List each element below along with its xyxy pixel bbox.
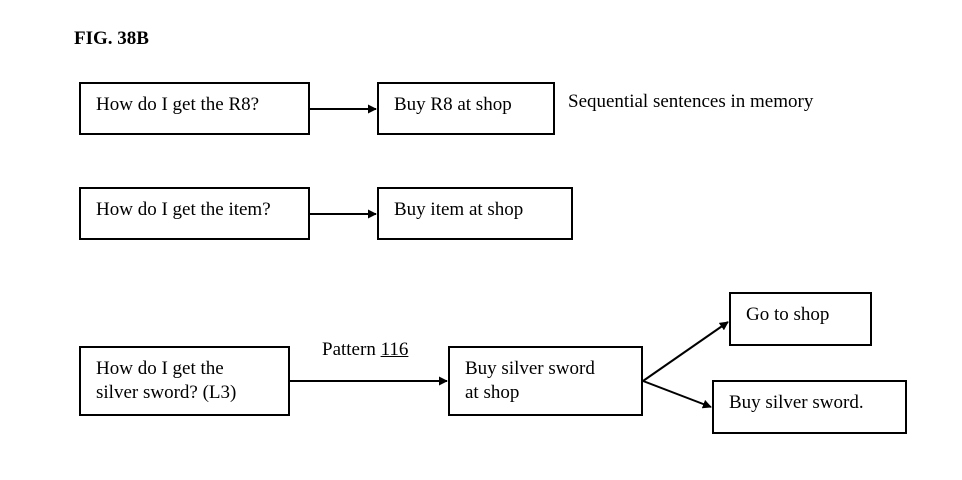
figure-title: FIG. 38B	[74, 28, 149, 49]
row1-question-box: How do I get the R8?	[79, 82, 310, 135]
row1-answer-text: Buy R8 at shop	[394, 94, 512, 115]
pattern-label: Pattern 116	[322, 339, 408, 361]
row3-answer-line2: at shop	[465, 382, 520, 403]
go-to-shop-arrow	[642, 321, 729, 382]
row3-answer-box: Buy silver sword at shop	[448, 346, 643, 416]
buy-silver-sword-box: Buy silver sword.	[712, 380, 907, 434]
row1-answer-box: Buy R8 at shop	[377, 82, 555, 135]
row2-question-box: How do I get the item?	[79, 187, 310, 240]
row2-answer-box: Buy item at shop	[377, 187, 573, 240]
buy-silver-sword-text: Buy silver sword.	[729, 392, 864, 413]
go-to-shop-text: Go to shop	[746, 304, 830, 325]
row3-question-line2: silver sword? (L3)	[96, 382, 237, 403]
buy-silver-sword-arrow	[642, 380, 712, 409]
row3-answer-line1: Buy silver sword	[465, 358, 595, 379]
row1-question-text: How do I get the R8?	[96, 94, 260, 115]
row3-question-box: How do I get the silver sword? (L3)	[79, 346, 290, 416]
sequential-sentences-note: Sequential sentences in memory	[568, 91, 814, 112]
pattern-label-text: Pattern	[322, 339, 376, 360]
go-to-shop-box: Go to shop	[729, 292, 872, 346]
row2-answer-text: Buy item at shop	[394, 199, 524, 220]
pattern-number: 116	[380, 339, 409, 360]
row3-question-line1: How do I get the	[96, 358, 224, 379]
row2-question-text: How do I get the item?	[96, 199, 271, 220]
